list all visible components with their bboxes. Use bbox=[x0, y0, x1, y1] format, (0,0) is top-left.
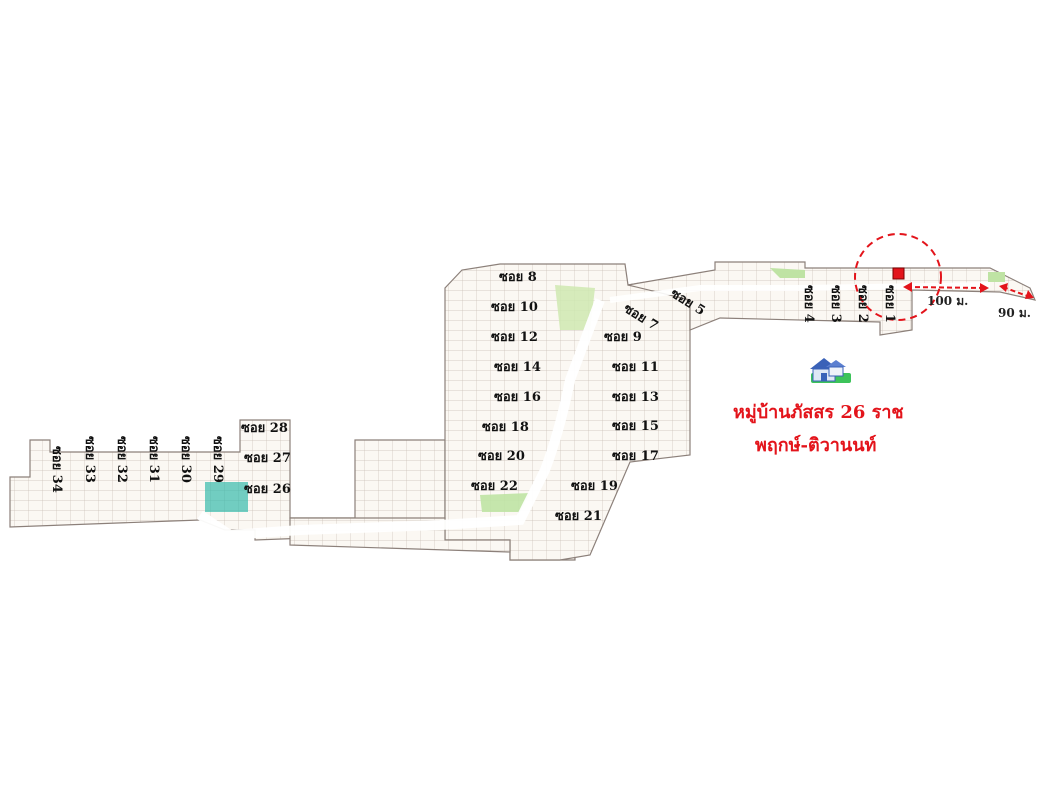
distance-100m-label: 100 ม. bbox=[927, 294, 969, 308]
soi-30-label: ซอย 30 bbox=[178, 436, 193, 483]
soi-31-label: ซอย 31 bbox=[146, 436, 161, 483]
soi-17-label: ซอย 17 bbox=[612, 449, 659, 464]
park-area bbox=[555, 285, 595, 330]
east-road bbox=[609, 282, 991, 303]
soi-29-label: ซอย 29 bbox=[210, 436, 225, 483]
soi-9-label: ซอย 9 bbox=[604, 330, 642, 345]
soi-2-label: ซอย 2 bbox=[855, 285, 870, 323]
soi-16-label: ซอย 16 bbox=[494, 390, 541, 405]
soi-27-label: ซอย 27 bbox=[244, 451, 291, 466]
soi-20-label: ซอย 20 bbox=[478, 449, 525, 464]
soi-32-label: ซอย 32 bbox=[114, 436, 129, 483]
soi-19-label: ซอย 19 bbox=[571, 479, 618, 494]
entrance-marker bbox=[892, 267, 905, 280]
soi-22-label: ซอย 22 bbox=[471, 479, 518, 494]
soi-11-label: ซอย 11 bbox=[612, 360, 659, 375]
soi-12-label: ซอย 12 bbox=[491, 330, 538, 345]
soi-1-label: ซอย 1 bbox=[882, 285, 897, 323]
soi-4-label: ซอย 4 bbox=[801, 285, 816, 323]
soi-21-label: ซอย 21 bbox=[555, 509, 602, 524]
soi-18-label: ซอย 18 bbox=[482, 420, 529, 435]
distance-arrow-100m bbox=[903, 282, 989, 293]
soi-34-label: ซอย 34 bbox=[49, 446, 64, 493]
distance-90m-label: 90 ม. bbox=[998, 306, 1031, 320]
park-area-3 bbox=[770, 268, 805, 278]
east-road-block bbox=[627, 261, 1037, 336]
soi-3-label: ซอย 3 bbox=[828, 285, 843, 323]
soi-10-label: ซอย 10 bbox=[491, 300, 538, 315]
soi-15-label: ซอย 15 bbox=[612, 419, 659, 434]
soi-33-label: ซอย 33 bbox=[82, 436, 97, 483]
soi-26-label: ซอย 26 bbox=[244, 482, 291, 497]
soi-28-label: ซอย 28 bbox=[241, 421, 288, 436]
entrance-circle bbox=[854, 233, 942, 321]
soi-8-label: ซอย 8 bbox=[499, 270, 537, 285]
soi-13-label: ซอย 13 bbox=[612, 390, 659, 405]
main-road bbox=[197, 298, 605, 541]
park-area-2 bbox=[480, 493, 530, 512]
park-area-4 bbox=[988, 272, 1005, 282]
house-icon bbox=[810, 358, 851, 383]
village-title-line1: หมู่บ้านภัสสร 26 ราช bbox=[733, 402, 904, 423]
village-title-line2: พฤกษ์-ติวานนท์ bbox=[755, 435, 877, 456]
soi-14-label: ซอย 14 bbox=[494, 360, 541, 375]
distance-arrow-90m bbox=[999, 283, 1034, 299]
